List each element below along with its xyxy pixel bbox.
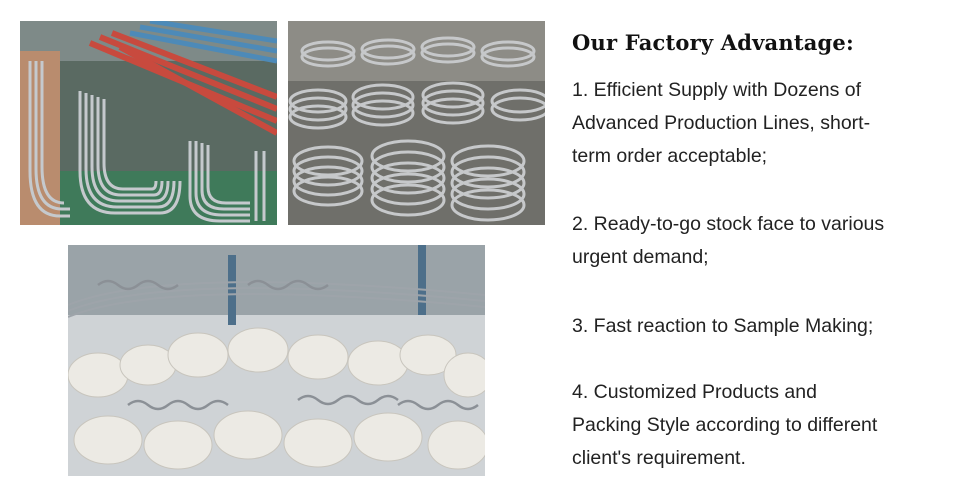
advantage-item-4: 4. Customized Products and Packing Style… [572, 376, 947, 475]
advantage-4-line-3: client's requirement. [572, 447, 746, 469]
u-bend-tubes-photo [20, 21, 277, 225]
advantage-1-line-2: Advanced Production Lines, short- [572, 112, 871, 134]
advantage-heading: Our Factory Advantage: [572, 30, 854, 55]
u-bend-tubes-image [20, 21, 277, 225]
advantage-item-1: 1. Efficient Supply with Dozens of Advan… [572, 74, 947, 173]
advantage-1-line-1: 1. Efficient Supply with Dozens of [572, 79, 862, 101]
advantage-4-line-2: Packing Style according to different [572, 414, 878, 436]
advantage-2-line-1: 2. Ready-to-go stock face to various [572, 213, 885, 235]
advantage-item-2: 2. Ready-to-go stock face to various urg… [572, 208, 947, 274]
advantage-2-line-2: urgent demand; [572, 246, 709, 268]
packed-coils-photo [68, 245, 485, 476]
coiled-tubes-photo [288, 21, 545, 225]
coiled-tubes-image [288, 21, 545, 225]
advantage-1-line-3: term order acceptable; [572, 145, 768, 167]
advantage-3-line-1: 3. Fast reaction to Sample Making; [572, 315, 874, 337]
factory-advantage-panel: Our Factory Advantage: 1. Efficient Supp… [572, 30, 952, 469]
packed-coils-image [68, 245, 485, 476]
advantage-item-3: 3. Fast reaction to Sample Making; [572, 310, 947, 343]
advantage-4-line-1: 4. Customized Products and [572, 381, 817, 403]
